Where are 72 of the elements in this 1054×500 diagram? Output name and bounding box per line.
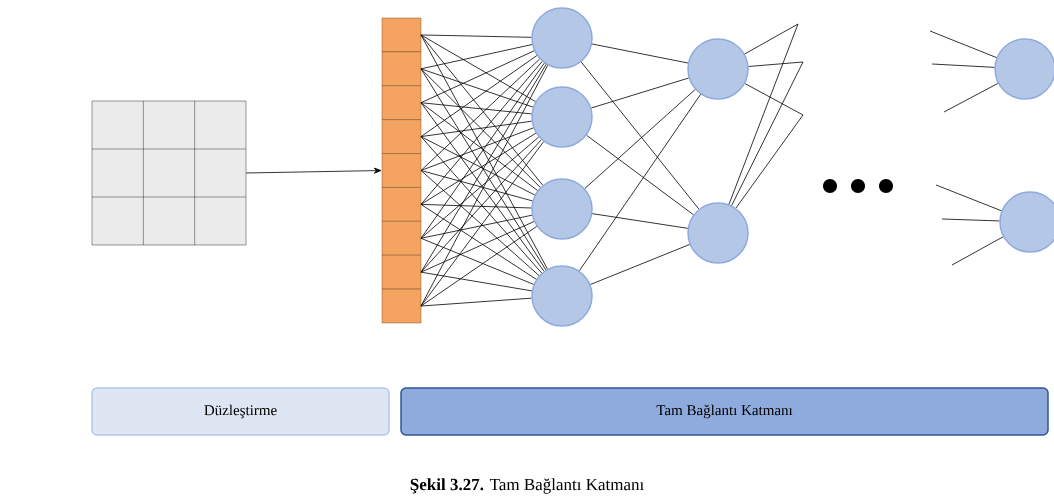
vector-cell	[381, 255, 422, 290]
vector-cell	[381, 85, 422, 120]
connection-line	[929, 30, 997, 58]
connection-line	[744, 23, 799, 55]
connection-line	[420, 58, 540, 171]
connection-line	[420, 204, 532, 209]
connection-line	[420, 170, 533, 202]
connection-line	[728, 23, 799, 205]
connection-line	[420, 136, 536, 196]
connection-line	[420, 102, 532, 115]
neuron-circle	[999, 191, 1054, 253]
neuron-circle	[531, 7, 593, 69]
connection-line	[420, 127, 534, 171]
connection-line	[579, 93, 701, 272]
connection-line	[420, 34, 532, 38]
connection-line	[420, 136, 540, 239]
connection-line	[591, 77, 689, 109]
connection-line	[420, 214, 533, 239]
neuron-circle	[531, 265, 593, 327]
connection-line	[420, 226, 538, 307]
arrow	[245, 167, 382, 174]
connection-line	[744, 83, 804, 116]
connection-line	[420, 271, 533, 292]
connection-line	[735, 114, 804, 209]
vector-cell	[381, 17, 422, 53]
connection-line	[420, 141, 545, 307]
connection-line	[591, 43, 689, 64]
vector-cell	[381, 51, 422, 86]
vector-cell	[381, 221, 422, 256]
connection-line	[420, 68, 534, 108]
connection-line	[420, 68, 541, 188]
connection-line	[951, 236, 1004, 266]
connection-line	[584, 89, 696, 189]
neuron-circle	[994, 38, 1054, 100]
connection-line	[590, 244, 690, 285]
connection-line	[420, 102, 538, 191]
connection-line	[586, 134, 694, 216]
connection-line	[731, 61, 804, 206]
connection-line	[420, 204, 537, 280]
vector-cell	[381, 153, 422, 188]
connection-line	[931, 63, 995, 68]
neuron-circle	[531, 86, 593, 148]
connection-line	[935, 184, 1002, 212]
connection-line	[420, 221, 535, 273]
connection-line	[941, 218, 1000, 222]
connection-line	[748, 61, 804, 67]
connection-line	[420, 102, 545, 272]
connection-line	[592, 213, 688, 229]
vector-cell	[381, 288, 422, 324]
connection-line	[420, 120, 532, 137]
vector-cell	[381, 119, 422, 154]
layer-band: Tam Bağlantı Katmanı	[400, 387, 1049, 436]
neuron-circle	[687, 202, 749, 264]
connection-line	[420, 170, 540, 276]
neuron-circle	[531, 178, 593, 240]
connection-line	[420, 61, 543, 205]
connection-line	[420, 237, 534, 285]
connection-line	[420, 132, 537, 205]
connection-line	[420, 55, 538, 137]
layer-band: Düzleştirme	[91, 387, 390, 436]
caption: Şekil 3.27. Tam Bağlantı Katmanı	[410, 478, 644, 494]
connection-line	[580, 61, 700, 210]
connection-line	[420, 62, 545, 239]
vector-cell	[381, 187, 422, 222]
input-grid	[91, 100, 247, 246]
connection-line	[420, 44, 533, 70]
connection-line	[420, 34, 536, 102]
neuron-circle	[687, 38, 749, 100]
connection-line	[420, 297, 532, 307]
connection-line	[420, 34, 544, 186]
connection-line	[943, 83, 999, 113]
connection-line	[420, 50, 535, 104]
